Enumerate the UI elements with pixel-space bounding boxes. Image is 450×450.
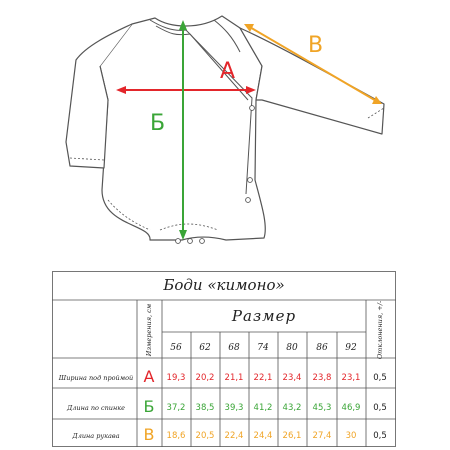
bodysuit-diagram: А Б В [65, 15, 385, 244]
table-cell: 45,3 [312, 403, 332, 413]
table-cell: 19,3 [166, 373, 186, 383]
table-title: Боди «кимоно» [163, 276, 285, 294]
label-v: В [308, 33, 323, 58]
size-80: 80 [286, 343, 298, 353]
row-label-back-length: Длина по спинке [66, 404, 126, 412]
row-letter-v: В [143, 425, 155, 444]
measure-v-arrow [244, 24, 382, 104]
table-cell-tolerance: 0,5 [373, 373, 387, 383]
table-cell: 22,4 [224, 431, 244, 441]
table-cell: 38,5 [195, 403, 215, 413]
measure-a-arrow [116, 86, 256, 94]
size-74: 74 [257, 343, 269, 353]
row-label-sleeve-length: Длина рукава [72, 432, 120, 440]
row-letter-a: А [143, 367, 155, 386]
table-cell: 30 [345, 431, 357, 441]
unit-header: Измерения, см [145, 303, 153, 357]
table-cell: 26,1 [282, 431, 302, 441]
size-62: 62 [199, 343, 211, 353]
size-table-grid [52, 271, 396, 447]
table-cell: 21,1 [224, 373, 244, 383]
snap-buttons [175, 105, 255, 244]
measure-b-arrow [179, 20, 187, 240]
table-cell: 41,2 [253, 403, 273, 413]
table-cell: 37,2 [166, 403, 186, 413]
size-86: 86 [316, 343, 328, 353]
table-cell: 20,5 [195, 431, 215, 441]
table-cell: 20,2 [195, 373, 215, 383]
row-label-chest-width: Ширина под проймой [58, 374, 134, 382]
table-cell-tolerance: 0,5 [373, 431, 387, 441]
table-cell-tolerance: 0,5 [373, 403, 387, 413]
label-a: А [220, 59, 235, 84]
size-92: 92 [345, 343, 357, 353]
table-cell: 18,6 [166, 431, 186, 441]
tolerance-header: Отклонения, +/- [376, 300, 384, 360]
size-68: 68 [228, 343, 240, 353]
table-cell: 39,3 [224, 403, 244, 413]
table-cell: 23,4 [282, 373, 302, 383]
table-cell: 24,4 [253, 431, 273, 441]
table-cell: 43,2 [282, 403, 302, 413]
size-header: Размер [231, 307, 297, 325]
size-56: 56 [170, 343, 182, 353]
label-b: Б [150, 111, 165, 136]
table-cell: 23,1 [341, 373, 361, 383]
table-cell: 23,8 [312, 373, 332, 383]
row-letter-b: Б [143, 397, 155, 416]
table-cell: 46,9 [341, 403, 361, 413]
table-cell: 27,4 [312, 431, 332, 441]
table-cell: 22,1 [253, 373, 273, 383]
